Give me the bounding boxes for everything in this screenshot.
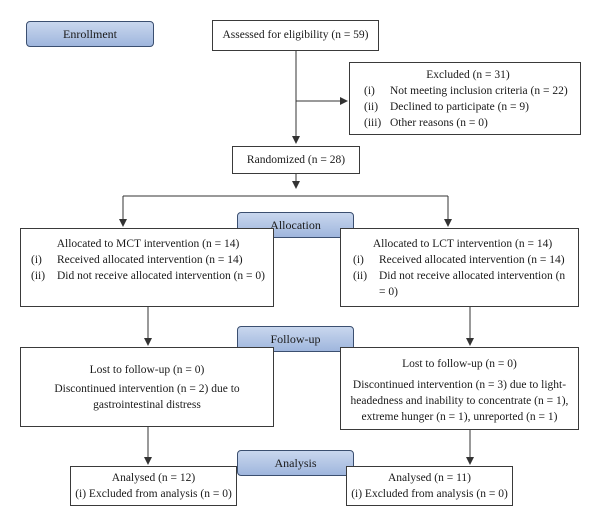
- allocation-mct-item: (ii) Did not receive allocated intervent…: [31, 268, 265, 284]
- followup-lct-discontinued: Discontinued intervention (n = 3) due to…: [350, 379, 569, 423]
- analysis-lct-excluded: (i) Excluded from analysis (n = 0): [351, 488, 508, 500]
- stage-analysis: Analysis: [237, 450, 354, 476]
- allocation-mct-box: Allocated to MCT intervention (n = 14) (…: [20, 228, 274, 307]
- analysis-mct-analysed: Analysed (n = 12): [111, 472, 196, 484]
- allocation-lct-title: Allocated to LCT intervention (n = 14): [372, 238, 553, 250]
- allocation-mct-item: (i) Received allocated intervention (n =…: [31, 252, 265, 268]
- allocation-lct-item-num: (ii): [353, 270, 368, 282]
- allocation-lct-item-text: Received allocated intervention (n = 14): [379, 254, 565, 266]
- analysis-mct-box: Analysed (n = 12) (i) Excluded from anal…: [70, 466, 237, 506]
- allocation-lct-item: (i) Received allocated intervention (n =…: [353, 252, 572, 268]
- excluded-box: Excluded (n = 31) (i) Not meeting inclus…: [349, 62, 581, 135]
- excluded-title: Excluded (n = 31): [426, 69, 510, 81]
- allocation-mct-item-text: Did not receive allocated intervention (…: [57, 270, 265, 282]
- randomized-text: Randomized (n = 28): [246, 154, 346, 166]
- excluded-item-text: Other reasons (n = 0): [390, 117, 488, 129]
- allocation-lct-box: Allocated to LCT intervention (n = 14) (…: [340, 228, 579, 307]
- stage-allocation: Allocation: [237, 212, 354, 238]
- stage-enrollment: Enrollment: [26, 21, 154, 47]
- allocation-mct-item-num: (ii): [31, 270, 46, 282]
- followup-lct-lost: Lost to follow-up (n = 0): [402, 358, 517, 370]
- followup-lct-box: Lost to follow-up (n = 0) Discontinued i…: [340, 347, 579, 430]
- assessed-box: Assessed for eligibility (n = 59): [212, 20, 379, 51]
- randomized-box: Randomized (n = 28): [232, 146, 360, 174]
- followup-mct-lost: Lost to follow-up (n = 0): [89, 364, 205, 376]
- allocation-lct-item-text: Did not receive allocated intervention (…: [379, 270, 566, 298]
- followup-mct-box: Lost to follow-up (n = 0) Discontinued i…: [20, 347, 274, 427]
- allocation-mct-item-num: (i): [31, 254, 42, 266]
- analysis-mct-excluded: (i) Excluded from analysis (n = 0): [75, 488, 232, 500]
- excluded-item: (i) Not meeting inclusion criteria (n = …: [364, 83, 572, 99]
- excluded-item-text: Declined to participate (n = 9): [390, 101, 529, 113]
- allocation-mct-title: Allocated to MCT intervention (n = 14): [56, 238, 240, 250]
- allocation-mct-item-text: Received allocated intervention (n = 14): [57, 254, 243, 266]
- excluded-item-num: (ii): [364, 101, 379, 113]
- allocation-lct-item: (ii) Did not receive allocated intervent…: [353, 268, 572, 300]
- excluded-item-num: (i): [364, 85, 375, 97]
- excluded-item: (iii) Other reasons (n = 0): [364, 115, 572, 131]
- analysis-lct-box: Analysed (n = 11) (i) Excluded from anal…: [346, 466, 513, 506]
- excluded-item-num: (iii): [364, 117, 382, 129]
- followup-mct-discontinued: Discontinued intervention (n = 2) due to…: [54, 383, 240, 411]
- excluded-item-text: Not meeting inclusion criteria (n = 22): [390, 85, 568, 97]
- allocation-lct-item-num: (i): [353, 254, 364, 266]
- assessed-text: Assessed for eligibility (n = 59): [222, 29, 369, 41]
- excluded-item: (ii) Declined to participate (n = 9): [364, 99, 572, 115]
- analysis-lct-analysed: Analysed (n = 11): [387, 472, 472, 484]
